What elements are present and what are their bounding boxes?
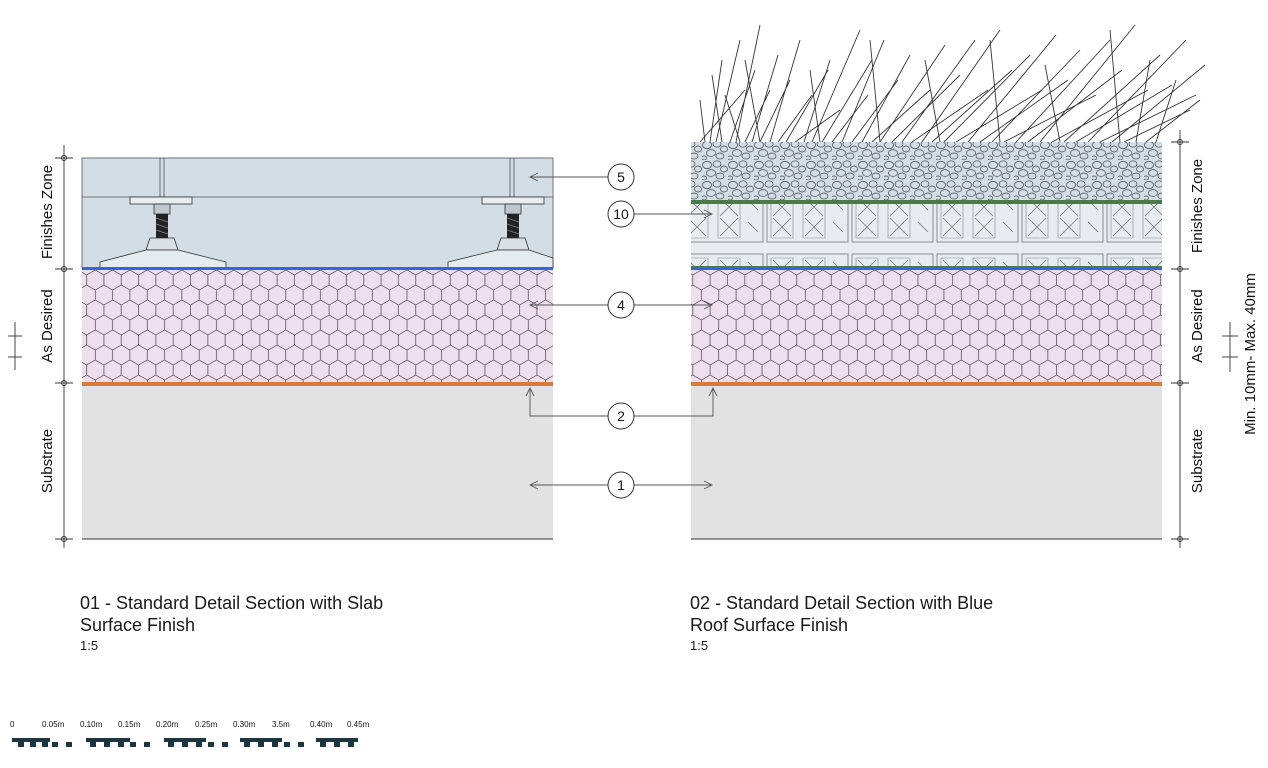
scale-tick: 0.10m [80, 720, 103, 729]
scale-tick: 0.30m [233, 720, 256, 729]
pedestal-support [99, 196, 227, 269]
scale-tick: 0 [10, 720, 15, 729]
zone-label-substrate-right: Substrate [1189, 429, 1206, 493]
callout-leaders [525, 172, 718, 490]
scale-tick: 0.15m [118, 720, 141, 729]
callout-4: 4 [607, 291, 635, 319]
callout-10: 10 [607, 200, 635, 228]
scale-bar [12, 738, 358, 747]
membrane-layer [82, 382, 553, 386]
zone-label-as-desired-left: As Desired [39, 289, 56, 362]
planting-grass [699, 24, 1206, 143]
substrate-layer [82, 386, 553, 539]
callout-number: 1 [617, 477, 625, 493]
section-title-line2: Roof Surface Finish [690, 615, 849, 635]
callout-number: 10 [613, 206, 629, 222]
section-01-drawing [81, 157, 554, 540]
membrane-layer [691, 382, 1162, 386]
scale-tick: 0.05m [42, 720, 65, 729]
section-title-line2: Surface Finish [80, 615, 196, 635]
callout-number: 5 [617, 169, 625, 185]
substrate-layer [691, 386, 1162, 539]
scale-tick: 3.5m [272, 720, 290, 729]
dimension-line-right [1171, 130, 1238, 548]
scale-tick: 0.40m [310, 720, 333, 729]
section-02-caption: 02 - Standard Detail Section with Blue R… [690, 592, 993, 653]
callout-number: 4 [617, 297, 625, 313]
callout-number: 2 [617, 408, 625, 424]
zone-label-finishes-left: Finishes Zone [39, 165, 56, 259]
callout-5: 5 [607, 163, 635, 191]
section-scale: 1:5 [690, 638, 709, 653]
side-note-thickness: Min. 10mm- Max. 40mm [1242, 273, 1259, 435]
callout-1: 1 [607, 471, 635, 499]
scale-tick: 0.45m [347, 720, 370, 729]
dimension-line-left [8, 145, 73, 548]
zone-label-finishes-right: Finishes Zone [1189, 159, 1206, 253]
filter-fabric-layer [691, 200, 1162, 204]
zone-label-substrate-left: Substrate [39, 429, 56, 493]
zone-label-as-desired-right: As Desired [1189, 289, 1206, 362]
section-01-caption: 01 - Standard Detail Section with Slab S… [80, 592, 383, 653]
section-scale: 1:5 [80, 638, 99, 653]
callout-2: 2 [607, 402, 635, 430]
section-title-line1: 01 - Standard Detail Section with Slab [80, 593, 384, 613]
scale-tick: 0.25m [195, 720, 218, 729]
pedestal-support [447, 196, 554, 269]
section-02-drawing [691, 24, 1206, 540]
waterproof-layer [82, 267, 553, 270]
waterproof-layer [691, 268, 1162, 270]
section-title-line1: 02 - Standard Detail Section with Blue [690, 593, 994, 613]
scale-tick: 0.20m [156, 720, 179, 729]
